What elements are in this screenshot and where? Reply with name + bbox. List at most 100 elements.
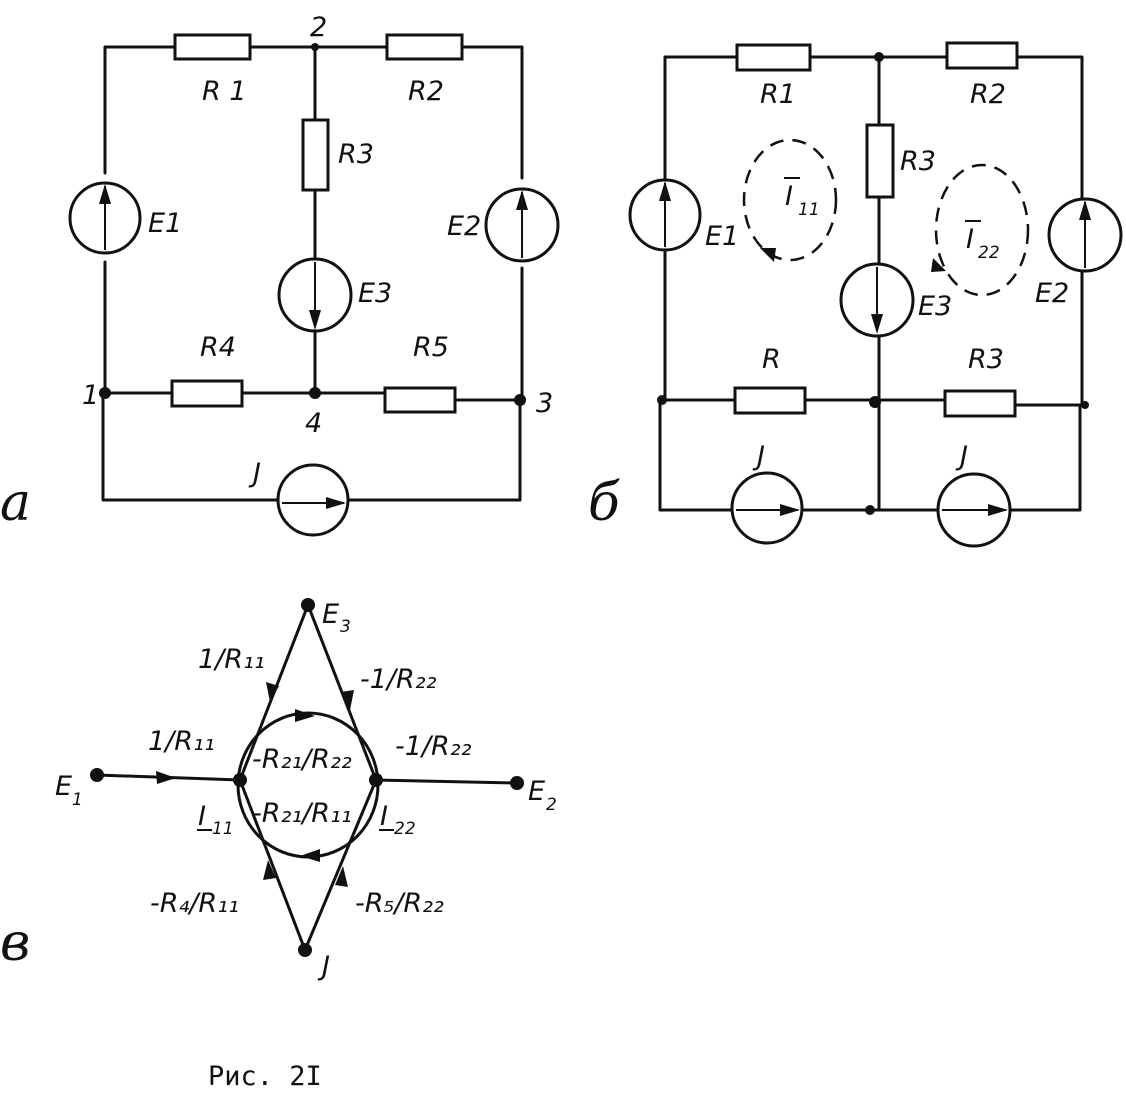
resistor-r2 bbox=[945, 41, 1019, 70]
node bbox=[1081, 401, 1089, 409]
arrow-down-icon bbox=[309, 310, 321, 330]
graph-node-j bbox=[298, 943, 312, 957]
label-e2: E bbox=[528, 776, 545, 807]
label-r2: R2 bbox=[408, 76, 444, 107]
resistor-r2 bbox=[385, 33, 464, 61]
label-j: J bbox=[317, 951, 330, 982]
node bbox=[874, 52, 884, 62]
arrow-up-icon bbox=[659, 181, 671, 201]
label-r1: R1 bbox=[760, 79, 796, 110]
current-source-j bbox=[276, 463, 350, 537]
panel-letter-a: a bbox=[0, 473, 31, 533]
node bbox=[869, 396, 881, 408]
edge-label-e3-i11: 1/R₁₁ bbox=[198, 644, 265, 675]
resistor-r4 bbox=[170, 379, 244, 408]
label-e1: E1 bbox=[705, 221, 739, 252]
loop-current-i22 bbox=[934, 163, 1030, 297]
label-e3: E bbox=[322, 599, 339, 630]
arc-label-top: -R₂₁/R₂₂ bbox=[252, 744, 352, 775]
arrow-right-icon bbox=[780, 504, 800, 516]
panel-v: E 1 E 2 E 3 J I 11 I 22 1/R₁₁ 1/R₁₁ -1/R… bbox=[0, 598, 557, 982]
arc-label-bottom: -R₂₁/R₁₁ bbox=[252, 798, 352, 829]
panel-a: R 1 R2 R3 R4 R5 E1 E2 E3 J 1 2 3 4 a bbox=[0, 12, 560, 537]
edge-label-e1-i11: 1/R₁₁ bbox=[148, 726, 215, 757]
label-r4: R4 bbox=[200, 332, 236, 363]
graph-node-i11 bbox=[233, 773, 247, 787]
label-node-1: 1 bbox=[82, 380, 99, 411]
arrow-icon bbox=[760, 248, 776, 262]
graph-node-i22 bbox=[369, 773, 383, 787]
label-j-left: J bbox=[752, 441, 765, 472]
arrow-right-icon bbox=[988, 504, 1008, 516]
resistor-r1 bbox=[735, 43, 812, 72]
edge-label-e3-i22: -1/R₂₂ bbox=[360, 664, 437, 695]
arrow-up-icon bbox=[1079, 200, 1091, 220]
resistor-r bbox=[733, 386, 807, 415]
panel-letter-b: б bbox=[588, 473, 620, 533]
label-i22-sub: 22 bbox=[978, 243, 1000, 263]
graph-node-e2 bbox=[510, 776, 524, 790]
node-2 bbox=[311, 43, 319, 51]
resistor-r3-top bbox=[865, 123, 895, 199]
figure-caption: Рис. 2I bbox=[208, 1061, 322, 1092]
label-j: J bbox=[248, 458, 261, 489]
label-e1: E1 bbox=[148, 208, 182, 239]
current-source-j-left bbox=[730, 471, 804, 545]
label-i11-sub: 11 bbox=[212, 819, 234, 839]
label-j-right: J bbox=[955, 441, 968, 472]
label-i11-sub: 11 bbox=[798, 200, 820, 220]
node bbox=[657, 395, 667, 405]
label-e1-sub: 1 bbox=[72, 790, 83, 810]
edge-label-e2-i22: -1/R₂₂ bbox=[395, 731, 472, 762]
node bbox=[865, 505, 875, 515]
graph-node-e1 bbox=[90, 768, 104, 782]
label-i11: I bbox=[785, 181, 793, 212]
label-r1: R 1 bbox=[202, 76, 247, 107]
graph-loop bbox=[236, 711, 380, 859]
label-r3: R3 bbox=[338, 139, 374, 170]
label-e1: E bbox=[55, 771, 72, 802]
label-e2: E2 bbox=[447, 211, 481, 242]
panel-letter-v: в bbox=[0, 913, 30, 973]
arrow-left-icon bbox=[300, 849, 320, 862]
label-e3-sub: 3 bbox=[340, 617, 351, 637]
graph-edge bbox=[374, 778, 519, 785]
label-r3-bottom: R3 bbox=[968, 344, 1004, 375]
label-node-4: 4 bbox=[305, 408, 322, 439]
arrow-icon bbox=[931, 258, 946, 272]
label-r: R bbox=[762, 344, 781, 375]
label-r2: R2 bbox=[970, 79, 1006, 110]
label-i22: I bbox=[380, 801, 388, 832]
arrow-right-icon bbox=[156, 771, 176, 784]
label-node-3: 3 bbox=[536, 388, 553, 419]
label-e3: E3 bbox=[358, 278, 392, 309]
node-3 bbox=[514, 394, 526, 406]
label-e2-sub: 2 bbox=[546, 795, 557, 815]
label-i11: I bbox=[198, 801, 206, 832]
label-i22: I bbox=[966, 224, 974, 255]
arrow-right-icon bbox=[326, 497, 346, 509]
graph-node-e3 bbox=[301, 598, 315, 612]
resistor-r1 bbox=[173, 33, 252, 61]
edge-label-j-i11: -R₄/R₁₁ bbox=[150, 888, 239, 919]
resistor-r5 bbox=[383, 386, 457, 414]
edge-label-j-i22: -R₅/R₂₂ bbox=[355, 888, 444, 919]
resistor-r3-bottom bbox=[943, 389, 1017, 418]
arrow-down-icon bbox=[266, 682, 279, 702]
arrow-right-icon bbox=[295, 709, 315, 722]
label-r3-top: R3 bbox=[900, 146, 936, 177]
arrow-up-icon bbox=[263, 860, 276, 880]
arrow-up-icon bbox=[335, 866, 348, 887]
label-i22-sub: 22 bbox=[394, 819, 416, 839]
resistor-r3 bbox=[301, 118, 330, 192]
label-node-2: 2 bbox=[310, 12, 327, 43]
arrow-down-icon bbox=[341, 690, 354, 710]
label-e3: E3 bbox=[918, 291, 952, 322]
node-1 bbox=[99, 387, 111, 399]
arrow-down-icon bbox=[871, 314, 883, 334]
panel-b: R1 R2 R3 R R3 E1 E2 E3 J J I 11 I 22 б bbox=[588, 41, 1123, 548]
node-4 bbox=[309, 387, 321, 399]
arrow-up-icon bbox=[99, 184, 111, 204]
label-e2: E2 bbox=[1035, 278, 1069, 309]
